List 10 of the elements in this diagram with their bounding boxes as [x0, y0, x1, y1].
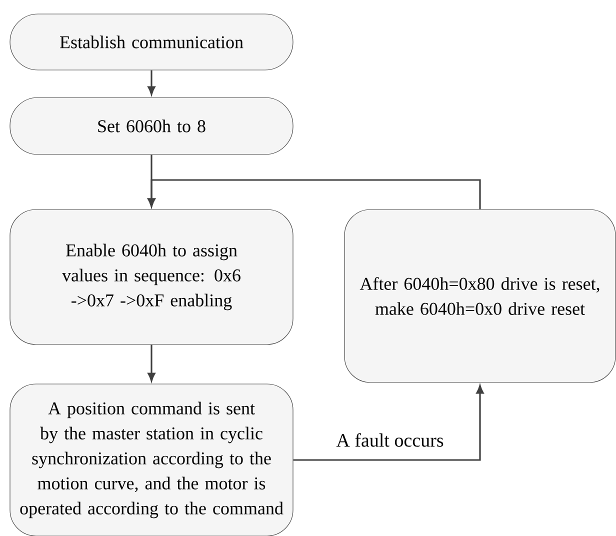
process-box: Enable 6040h to assign values in sequence: 0x6 ->0x7 ->0xF enabling	[10, 209, 294, 345]
process-box: After 6040h=0x80 drive is reset, make 6040h=0x0 drive reset	[344, 209, 616, 383]
arrow	[293, 385, 484, 461]
arrow	[148, 179, 481, 210]
process-box: Establish communication	[10, 14, 294, 70]
arrow	[148, 344, 156, 382]
edge-label: A fault occurs	[335, 432, 445, 448]
arrow	[148, 70, 156, 95]
process-box: Set 6060h to 8	[10, 97, 294, 155]
process-box: A position command is sent by the master station in cyclic synchronization according to the motion curve, and the motor is operated according to the command	[10, 384, 294, 536]
